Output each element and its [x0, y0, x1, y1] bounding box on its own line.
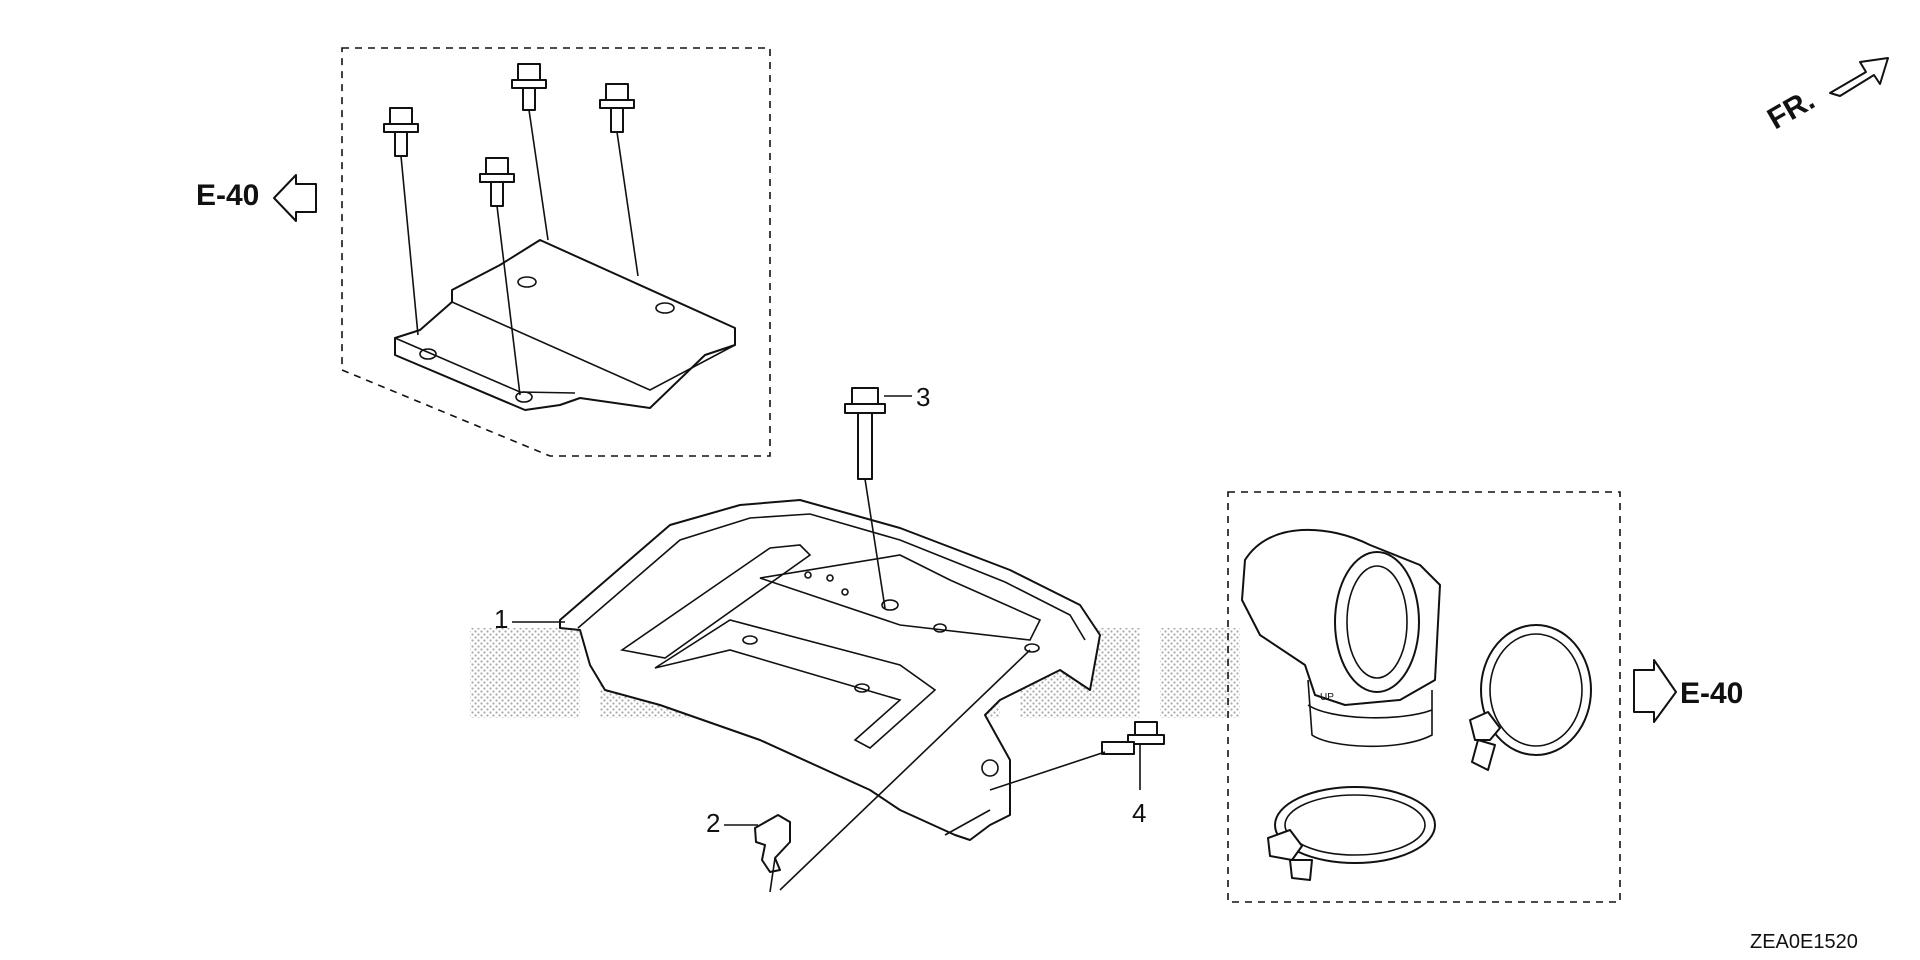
bolt-icon [511, 63, 549, 241]
front-indicator: FR. [1762, 57, 1889, 136]
arrow-right-icon [1633, 659, 1677, 723]
air-duct-group: UP [1227, 491, 1621, 903]
callout-1: 1 [494, 604, 508, 634]
callout-4: 4 [1132, 798, 1146, 828]
ref-e40-left: E-40 [196, 174, 317, 222]
svg-text:UP: UP [1320, 692, 1334, 703]
long-bolt-part [844, 387, 912, 609]
callout-3: 3 [916, 382, 930, 412]
bolt-icon [479, 157, 521, 396]
upper-bracket-group [341, 47, 771, 457]
front-arrow-icon [1829, 57, 1889, 97]
clip-part [754, 814, 791, 893]
callout-2: 2 [706, 808, 720, 838]
short-bolt-part [989, 721, 1165, 791]
bolt-icon [383, 107, 419, 336]
diagram-code: ZEA0E1520 [1750, 931, 1858, 953]
ref-e40-right: E-40 [1633, 659, 1743, 723]
ref-label: E-40 [196, 179, 259, 212]
svg-text:FR.: FR. [1762, 83, 1820, 136]
cover-plate [559, 499, 1101, 891]
callouts: 1 2 3 4 [494, 382, 1146, 838]
arrow-left-icon [273, 174, 317, 222]
bolt-icon [599, 83, 639, 277]
ref-label: E-40 [1680, 677, 1743, 710]
